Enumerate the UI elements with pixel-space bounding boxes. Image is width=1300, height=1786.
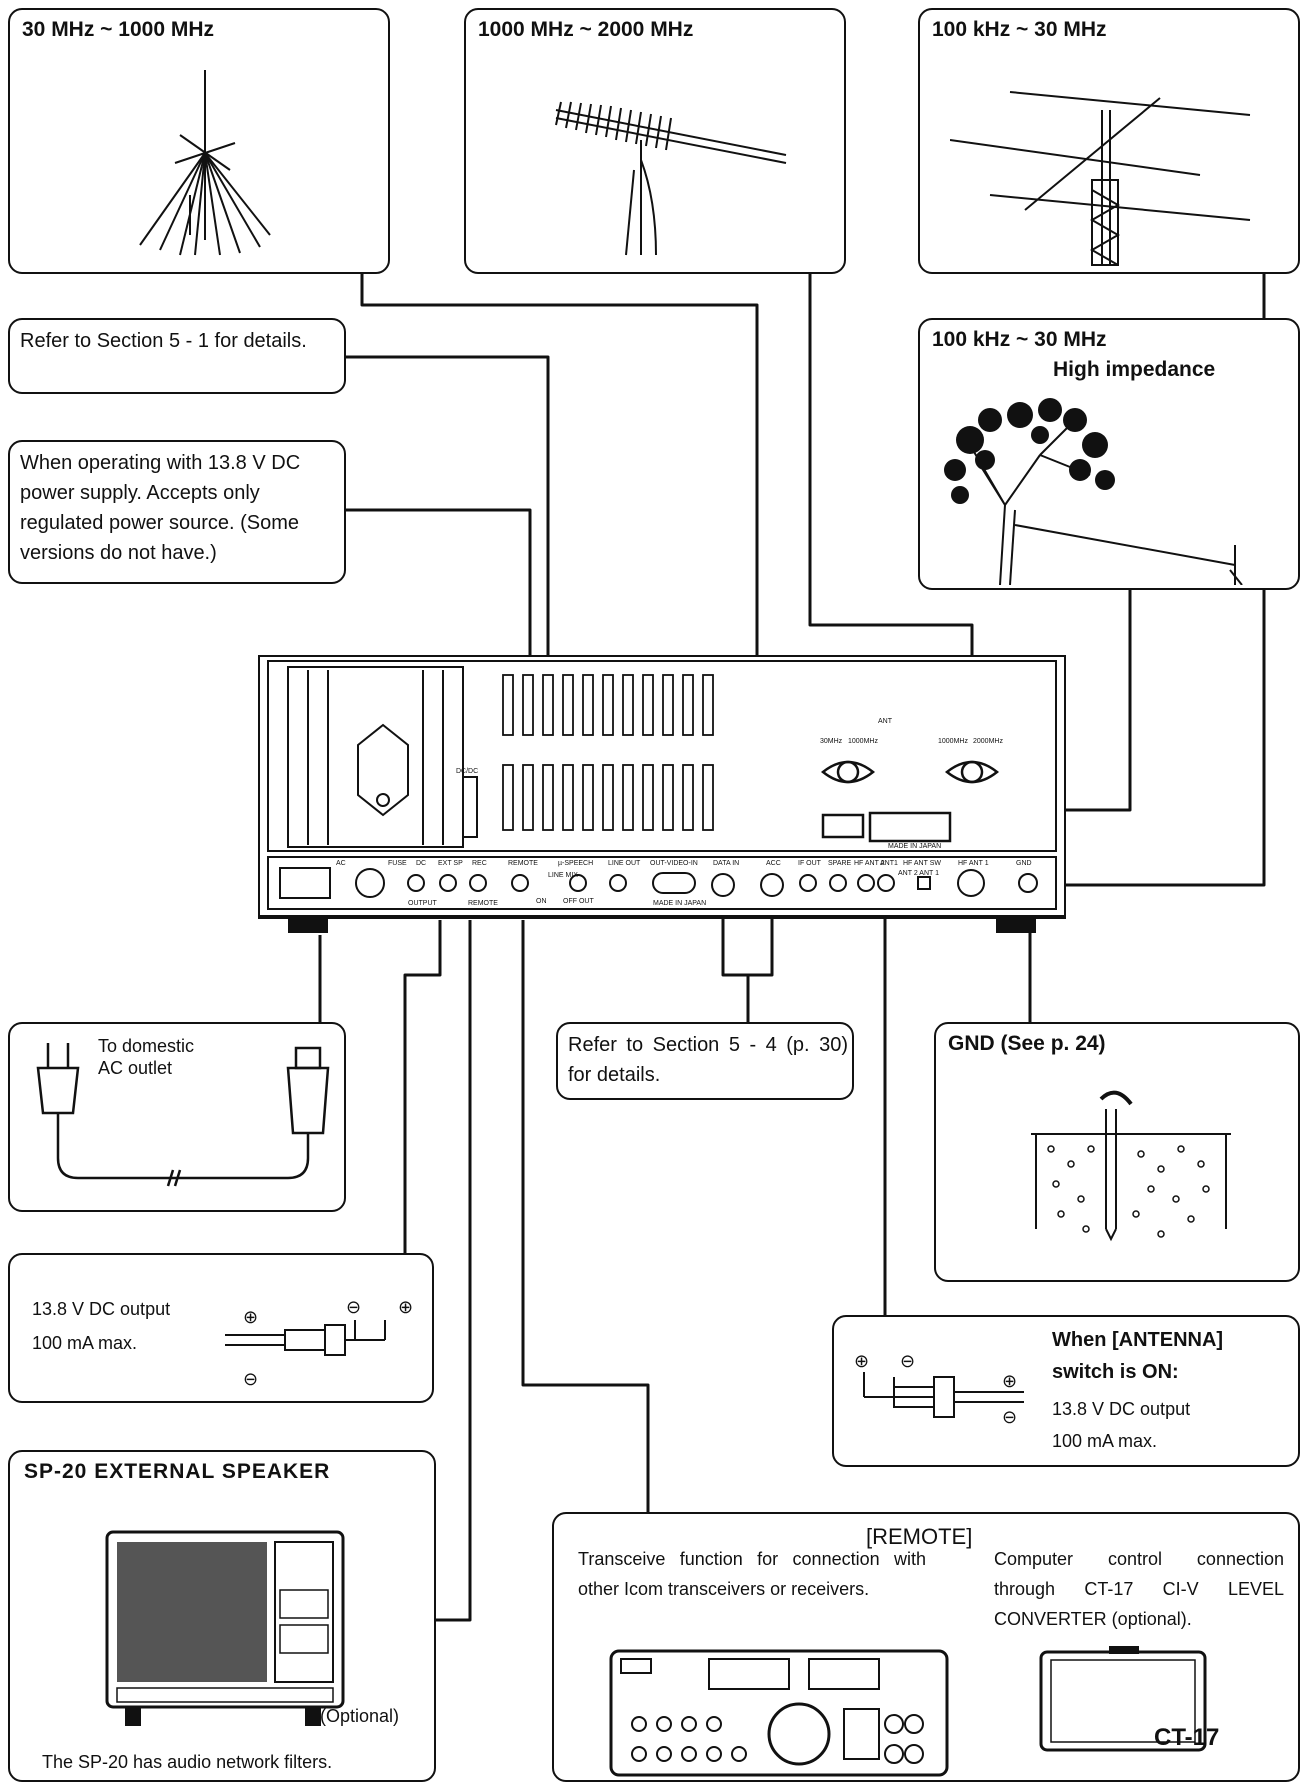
dc-power-text: When operating with 13.8 V DC power supp… bbox=[20, 448, 340, 568]
speaker-box: SP-20 EXTERNAL SPEAKER (Optional) The SP… bbox=[8, 1450, 436, 1782]
section51-text: Refer to Section 5 - 1 for details. bbox=[20, 326, 338, 356]
discone-antenna-icon bbox=[100, 65, 300, 265]
panel-on: ON bbox=[536, 898, 547, 905]
hf-wire-antenna-label: 100 kHz ~ 30 MHz bbox=[932, 328, 1107, 352]
speaker-optional-label: (Optional) bbox=[320, 1702, 399, 1730]
panel-acc: ACC bbox=[766, 860, 781, 867]
panel-ant2-ant1: ANT 2 ANT 1 bbox=[898, 870, 939, 877]
speaker-note: The SP-20 has audio network filters. bbox=[42, 1748, 332, 1776]
hf-yagi-antenna-label: 100 kHz ~ 30 MHz bbox=[932, 18, 1107, 42]
dc-output-line1: 13.8 V DC output bbox=[32, 1295, 170, 1323]
panel-rec: REC bbox=[472, 860, 487, 867]
panel-gnd: GND bbox=[1016, 860, 1032, 867]
ant-switch-line1: When [ANTENNA] bbox=[1052, 1329, 1223, 1352]
panel-off-out: OFF OUT bbox=[563, 898, 594, 905]
panel-line-out: LINE OUT bbox=[608, 860, 641, 867]
antenna-switch-box: ⊕ ⊖ ⊕ ⊖ When [ANTENNA] switch is ON: 13.… bbox=[832, 1315, 1300, 1467]
high-impedance-label: High impedance bbox=[1053, 358, 1215, 382]
panel-dc: DC bbox=[416, 860, 426, 867]
speaker-icon bbox=[105, 1530, 345, 1730]
dc-plus-symbol-1: ⊕ bbox=[243, 1303, 258, 1331]
ant-plus-symbol-1: ⊕ bbox=[854, 1347, 869, 1375]
vhf-antenna-label: 30 MHz ~ 1000 MHz bbox=[22, 18, 214, 42]
ant-switch-line4: 100 mA max. bbox=[1052, 1427, 1157, 1455]
ac-cord-box: To domestic AC outlet bbox=[8, 1022, 346, 1212]
panel-line-mix: LINE MIX bbox=[548, 872, 578, 879]
rear-panel-drawing: ANT 30MHz 1000MHz 1000MHz 2000MHz MADE I… bbox=[258, 655, 1066, 935]
dc-output-box: 13.8 V DC output 100 mA max. ⊖ ⊕ ⊖ ⊕ bbox=[8, 1253, 434, 1403]
line-remote bbox=[523, 920, 648, 1512]
hf-wire-antenna-box: 100 kHz ~ 30 MHz High impedance bbox=[918, 318, 1300, 590]
panel-remote: REMOTE bbox=[508, 860, 538, 867]
yagi-antenna-icon bbox=[950, 70, 1270, 270]
panel-ant-2000: 2000MHz bbox=[973, 738, 1003, 745]
tree-wire-antenna-icon bbox=[930, 385, 1290, 585]
gnd-title: GND (See p. 24) bbox=[948, 1032, 1106, 1056]
panel-hf-ant-sw: HF ANT SW bbox=[903, 860, 941, 867]
section54-callout: Refer to Section 5 - 4 (p. 30) for detai… bbox=[556, 1022, 854, 1100]
dc-plus-symbol-2: ⊕ bbox=[398, 1293, 413, 1321]
panel-remote-2: REMOTE bbox=[468, 900, 498, 907]
panel-hf-ant1: HF ANT 1 bbox=[958, 860, 989, 867]
panel-spare: SPARE bbox=[828, 860, 852, 867]
panel-output: OUTPUT bbox=[408, 900, 438, 907]
ant-switch-line2: switch is ON: bbox=[1052, 1361, 1179, 1384]
rear-panel: ANT 30MHz 1000MHz 1000MHz 2000MHz MADE I… bbox=[258, 655, 1066, 935]
panel-ant1: ANT1 bbox=[880, 860, 898, 867]
transceiver-icon bbox=[609, 1649, 949, 1779]
panel-ant-label: ANT bbox=[878, 718, 893, 725]
panel-made-in-japan: MADE IN JAPAN bbox=[888, 843, 941, 850]
line-dc-output bbox=[405, 920, 440, 1253]
gnd-box: GND (See p. 24) bbox=[934, 1022, 1300, 1282]
dc-power-callout: When operating with 13.8 V DC power supp… bbox=[8, 440, 346, 584]
panel-data-in: DATA IN bbox=[713, 860, 739, 867]
panel-if-out: IF OUT bbox=[798, 860, 822, 867]
vhf-antenna-box: 30 MHz ~ 1000 MHz bbox=[8, 8, 390, 274]
remote-box: [REMOTE] Transceive function for connect… bbox=[552, 1512, 1300, 1782]
remote-left-text: Transceive function for connection with … bbox=[578, 1544, 926, 1604]
panel-video: OUT-VIDEO-IN bbox=[650, 860, 698, 867]
panel-dcdc: DC/DC bbox=[456, 768, 478, 775]
panel-speech: µ-SPEECH bbox=[558, 860, 593, 867]
ac-plug-icon bbox=[18, 1038, 338, 1208]
ant-minus-symbol-2: ⊖ bbox=[1002, 1403, 1017, 1431]
section54-text: Refer to Section 5 - 4 (p. 30) for detai… bbox=[568, 1030, 848, 1090]
panel-ac: AC bbox=[336, 860, 346, 867]
ant-minus-symbol-1: ⊖ bbox=[900, 1347, 915, 1375]
dc-minus-symbol-2: ⊖ bbox=[346, 1293, 361, 1321]
speaker-title: SP-20 EXTERNAL SPEAKER bbox=[24, 1460, 330, 1484]
ant-switch-line3: 13.8 V DC output bbox=[1052, 1395, 1190, 1423]
ant-plus-symbol-2: ⊕ bbox=[1002, 1367, 1017, 1395]
ct17-label: CT-17 bbox=[1154, 1724, 1219, 1752]
panel-ext-sp: EXT SP bbox=[438, 860, 463, 867]
panel-ant-30: 30MHz bbox=[820, 738, 843, 745]
ground-rod-icon bbox=[1031, 1089, 1231, 1269]
panel-ant-1000b: 1000MHz bbox=[938, 738, 968, 745]
dc-output-line2: 100 mA max. bbox=[32, 1329, 137, 1357]
line-ext-sp bbox=[436, 920, 470, 1620]
dc-minus-symbol-1: ⊖ bbox=[243, 1365, 258, 1393]
section51-callout: Refer to Section 5 - 1 for details. bbox=[8, 318, 346, 394]
remote-right-text: Computer control connection through CT-1… bbox=[994, 1544, 1284, 1634]
panel-made-in-japan-2: MADE IN JAPAN bbox=[653, 900, 706, 907]
hf-yagi-antenna-box: 100 kHz ~ 30 MHz bbox=[918, 8, 1300, 274]
uhf-antenna-box: 1000 MHz ~ 2000 MHz bbox=[464, 8, 846, 274]
panel-ant-1000: 1000MHz bbox=[848, 738, 878, 745]
uhf-antenna-label: 1000 MHz ~ 2000 MHz bbox=[478, 18, 693, 42]
log-periodic-antenna-icon bbox=[546, 100, 806, 260]
panel-fuse: FUSE bbox=[388, 860, 407, 867]
